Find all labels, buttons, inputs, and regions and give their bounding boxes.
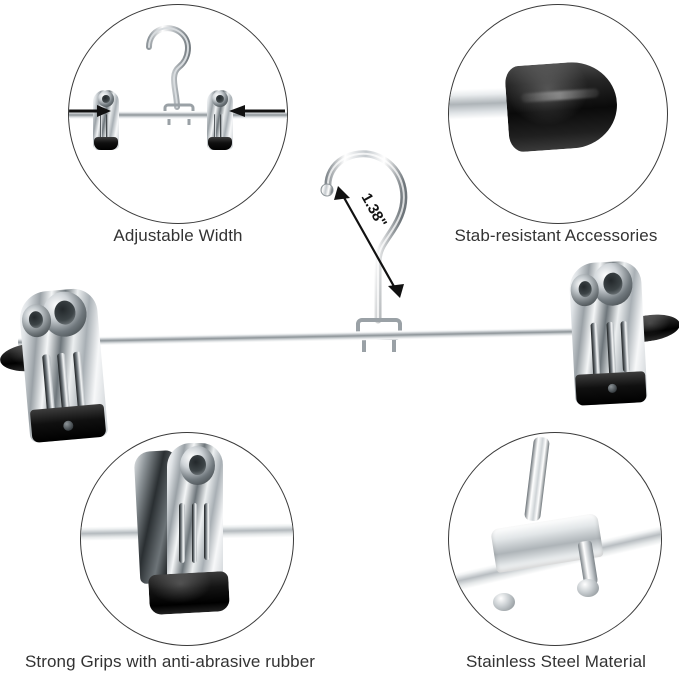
inset-art-clip-closeup: [81, 433, 293, 645]
feature-inset-stainless-steel: [448, 432, 662, 646]
mini-clip-right: [207, 90, 233, 150]
arrow-left-inward-icon: [69, 105, 111, 117]
clip-right-rivet: [607, 383, 618, 393]
arrow-right-inward-icon: [229, 105, 285, 117]
inset-art-steel-bracket: [449, 433, 661, 645]
rubber-end-cap: [504, 59, 620, 153]
main-product-hanger: 1.38": [0, 140, 679, 444]
mini-clip-left: [93, 90, 119, 150]
steel-bracket-foot-right: [577, 579, 599, 597]
mini-hanger-bar: [69, 111, 287, 119]
caption-strong-grips: Strong Grips with anti-abrasive rubber: [24, 652, 316, 671]
grip-clip-front: [167, 443, 223, 593]
caption-adjustable-width: Adjustable Width: [113, 226, 243, 245]
feature-inset-stab-resistant: [448, 4, 668, 224]
steel-hook-shaft: [523, 436, 551, 522]
inset-art-full-hanger: [69, 5, 287, 223]
grip-rubber-pad: [148, 570, 230, 616]
caption-stab-resistant: Stab-resistant Accessories: [454, 226, 658, 245]
main-clip-left: [17, 286, 109, 444]
steel-bracket-foot-left: [493, 593, 515, 611]
feature-inset-strong-grips: [80, 432, 294, 646]
main-clip-right: [568, 260, 648, 406]
main-hook-icon: [320, 150, 408, 352]
caption-stainless-steel: Stainless Steel Material: [465, 652, 647, 671]
feature-inset-adjustable-width: [68, 4, 288, 224]
